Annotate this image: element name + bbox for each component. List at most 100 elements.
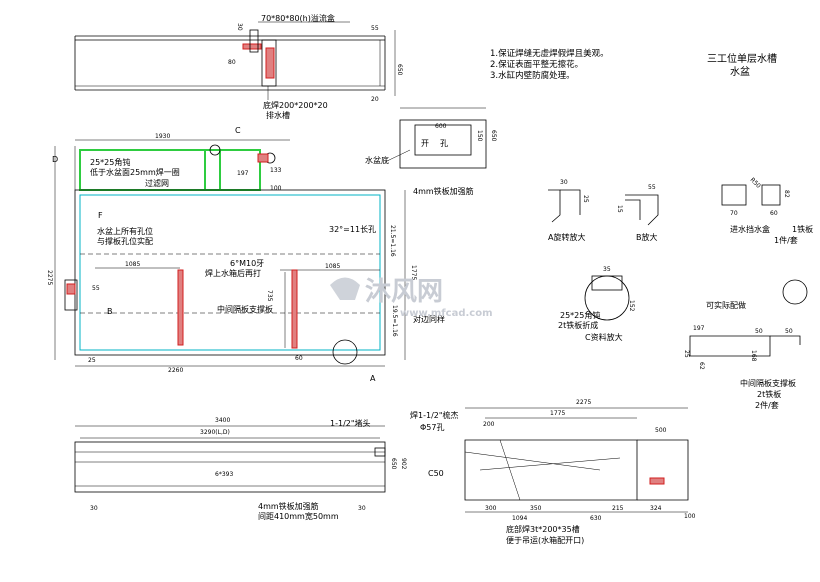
label-bottom-slot-2: 便于吊运(水箱配开口) <box>506 535 584 545</box>
marker-c: C <box>235 126 241 135</box>
side-section-view: 2275 1775 500 200 焊1-1/2"梳杰 Φ57孔 C50 300… <box>410 399 696 545</box>
label-detail-a: A旋转放大 <box>548 232 585 242</box>
top-elevation-view: 650 55 20 30 80 70*80*80(h)溢流盒 底焊200*200… <box>74 13 403 120</box>
title-line-1: 三工位单层水槽 <box>707 52 777 65</box>
dim-15-b: 15 <box>616 205 623 213</box>
label-detail-b: B放大 <box>636 232 658 242</box>
label-overflow-box: 70*80*80(h)溢流盒 <box>261 13 335 23</box>
basin-bottom-section: 600 150 650 开 孔 水盆底 <box>365 107 497 169</box>
dim-55-plan: 55 <box>92 285 100 292</box>
dim-21-5x1-16: 21.5=1.16 <box>389 225 396 257</box>
dim-30-a: 30 <box>560 179 568 186</box>
watermark-logo-icon <box>330 277 360 300</box>
dim-55-top: 55 <box>371 25 379 32</box>
dim-1775-b: 1775 <box>550 410 565 417</box>
dim-650-b: 650 <box>490 130 497 142</box>
label-same-other-side: 对边同样 <box>413 314 445 324</box>
label-holes-note-2: 与撑板孔位实配 <box>97 236 153 246</box>
dim-19-5x1-16: 19.5=1.16 <box>391 305 398 337</box>
dim-2275: 2275 <box>46 270 53 285</box>
dim-35: 35 <box>603 266 611 273</box>
watermark: 沐风网 www.mfcad.com <box>330 277 493 319</box>
label-rib-top: 4mm铁板加强筋 <box>413 186 474 196</box>
note-1: 1.保证焊缝无虚焊假焊且美观。 <box>490 48 609 59</box>
dim-70: 70 <box>730 210 738 217</box>
dim-152: 152 <box>628 300 635 312</box>
dim-197-b: 197 <box>693 325 705 332</box>
dim-25: 25 <box>88 357 96 364</box>
dim-1085-b: 1085 <box>325 263 340 270</box>
dim-600: 600 <box>435 123 447 130</box>
label-holes-note: 水盆上所有孔位 <box>97 226 153 236</box>
dim-630: 630 <box>590 515 602 522</box>
label-inlet-plate: 进水挡水盒 <box>730 224 770 234</box>
plan-view: 1930 197 133 100 25*25角钝 低于水盆面25mm焊一圈 过滤… <box>46 126 474 383</box>
dim-215: 215 <box>612 505 624 512</box>
label-angle-steel-c: 25*25角钝 <box>560 310 600 320</box>
marker-f: F <box>98 211 103 220</box>
marker-b: B <box>107 307 113 316</box>
label-bottom-slot: 底部焊3t*200*35槽 <box>506 524 580 534</box>
dim-1094: 1094 <box>512 515 527 522</box>
label-tap-hole-2: 焊上水箱后再打 <box>205 268 261 278</box>
label-angle-steel-c-2: 2t铁板折成 <box>558 320 598 330</box>
detail-a: 30 25 A旋转放大 <box>548 179 589 242</box>
dim-902: 902 <box>400 458 407 470</box>
dim-197: 197 <box>237 170 249 177</box>
dim-200: 200 <box>483 421 495 428</box>
dim-80-top: 80 <box>228 59 236 66</box>
dim-25-a: 25 <box>582 195 589 203</box>
label-support-plate-b-2: 2t铁板 <box>757 389 781 399</box>
dim-55-b: 55 <box>648 184 656 191</box>
watermark-text-cn: 沐风网 <box>365 277 443 307</box>
dim-2275-b: 2275 <box>576 399 591 406</box>
dim-735: 735 <box>266 290 273 302</box>
label-detail-c: C资料放大 <box>585 332 623 342</box>
dim-650-c: 650 <box>390 458 397 470</box>
label-hole: 孔 <box>440 139 448 148</box>
title-block: 三工位单层水槽 水盆 <box>707 52 777 78</box>
dim-150: 150 <box>476 130 483 142</box>
front-elevation-view: 3400 3290(L,D) 6*393 1-1/2"堵头 650 902 30… <box>74 417 407 521</box>
detail-b: 55 15 B放大 <box>616 184 659 242</box>
dim-62: 62 <box>698 362 705 370</box>
dim-650: 650 <box>396 64 403 76</box>
label-drain-slot-2: 排水槽 <box>266 110 290 120</box>
label-angle-steel: 25*25角钝 <box>90 157 130 167</box>
dim-100: 100 <box>270 185 282 192</box>
label-drain-slot: 底焊200*200*20 <box>263 100 328 110</box>
label-rib-bottom: 4mm铁板加强筋 <box>258 501 319 511</box>
dim-25-b: 25 <box>683 350 690 358</box>
label-hole-57: Φ57孔 <box>420 423 444 432</box>
label-actual-fit: 可实际配做 <box>706 300 746 310</box>
label-inlet-plate-3: 1铁板 <box>792 224 813 234</box>
dim-3400: 3400 <box>215 417 230 424</box>
label-plug: 1-1/2"堵头 <box>330 418 371 428</box>
dim-30-d: 30 <box>90 505 98 512</box>
dim-100-b: 100 <box>684 513 696 520</box>
note-2: 2.保证表面平整无擦花。 <box>490 59 583 70</box>
dim-1775: 1775 <box>410 265 417 280</box>
dim-20-top: 20 <box>371 96 379 103</box>
label-angle-steel-2: 低于水盆面25mm焊一圈 <box>90 167 180 177</box>
dim-50: 50 <box>755 328 763 335</box>
dim-60: 60 <box>295 355 303 362</box>
note-3: 3.水缸内壁防腐处理。 <box>490 70 575 81</box>
label-basin-bottom: 水盆底 <box>365 155 389 165</box>
support-plate-detail: 可实际配做 197 50 50 168 25 62 中间隔板支撑板 2t铁板 2… <box>683 279 808 410</box>
dim-500: 500 <box>655 427 667 434</box>
dim-6x393: 6*393 <box>215 471 233 478</box>
dim-30-e: 30 <box>358 505 366 512</box>
dim-1930: 1930 <box>155 133 170 140</box>
dim-1085-a: 1085 <box>125 261 140 268</box>
label-long-hole: 32°=11长孔 <box>329 224 376 234</box>
label-weld-plug: 焊1-1/2"梳杰 <box>410 410 459 420</box>
label-rib-bottom-2: 间距410mm宽50mm <box>258 511 339 521</box>
label-inlet-plate-2: 1件/套 <box>774 235 798 245</box>
label-filter: 过滤网 <box>145 178 169 188</box>
dim-300: 300 <box>485 505 497 512</box>
dim-350: 350 <box>530 505 542 512</box>
dim-82: 82 <box>783 190 790 198</box>
